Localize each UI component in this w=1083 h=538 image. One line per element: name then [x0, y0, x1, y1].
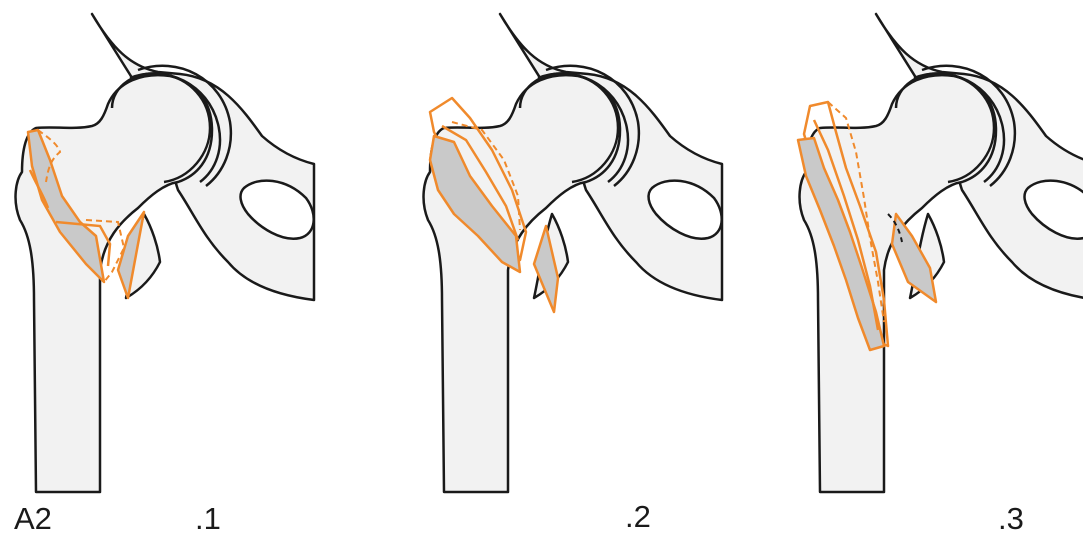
panel-label-2: .2 [625, 501, 651, 532]
panel-a2-2 [424, 14, 722, 492]
panel-label-1: .1 [195, 503, 221, 534]
panel-label-3: .3 [998, 503, 1024, 534]
panel-a2-1 [16, 14, 314, 492]
panel-a2-3 [798, 14, 1083, 492]
group-label: A2 [14, 503, 52, 534]
